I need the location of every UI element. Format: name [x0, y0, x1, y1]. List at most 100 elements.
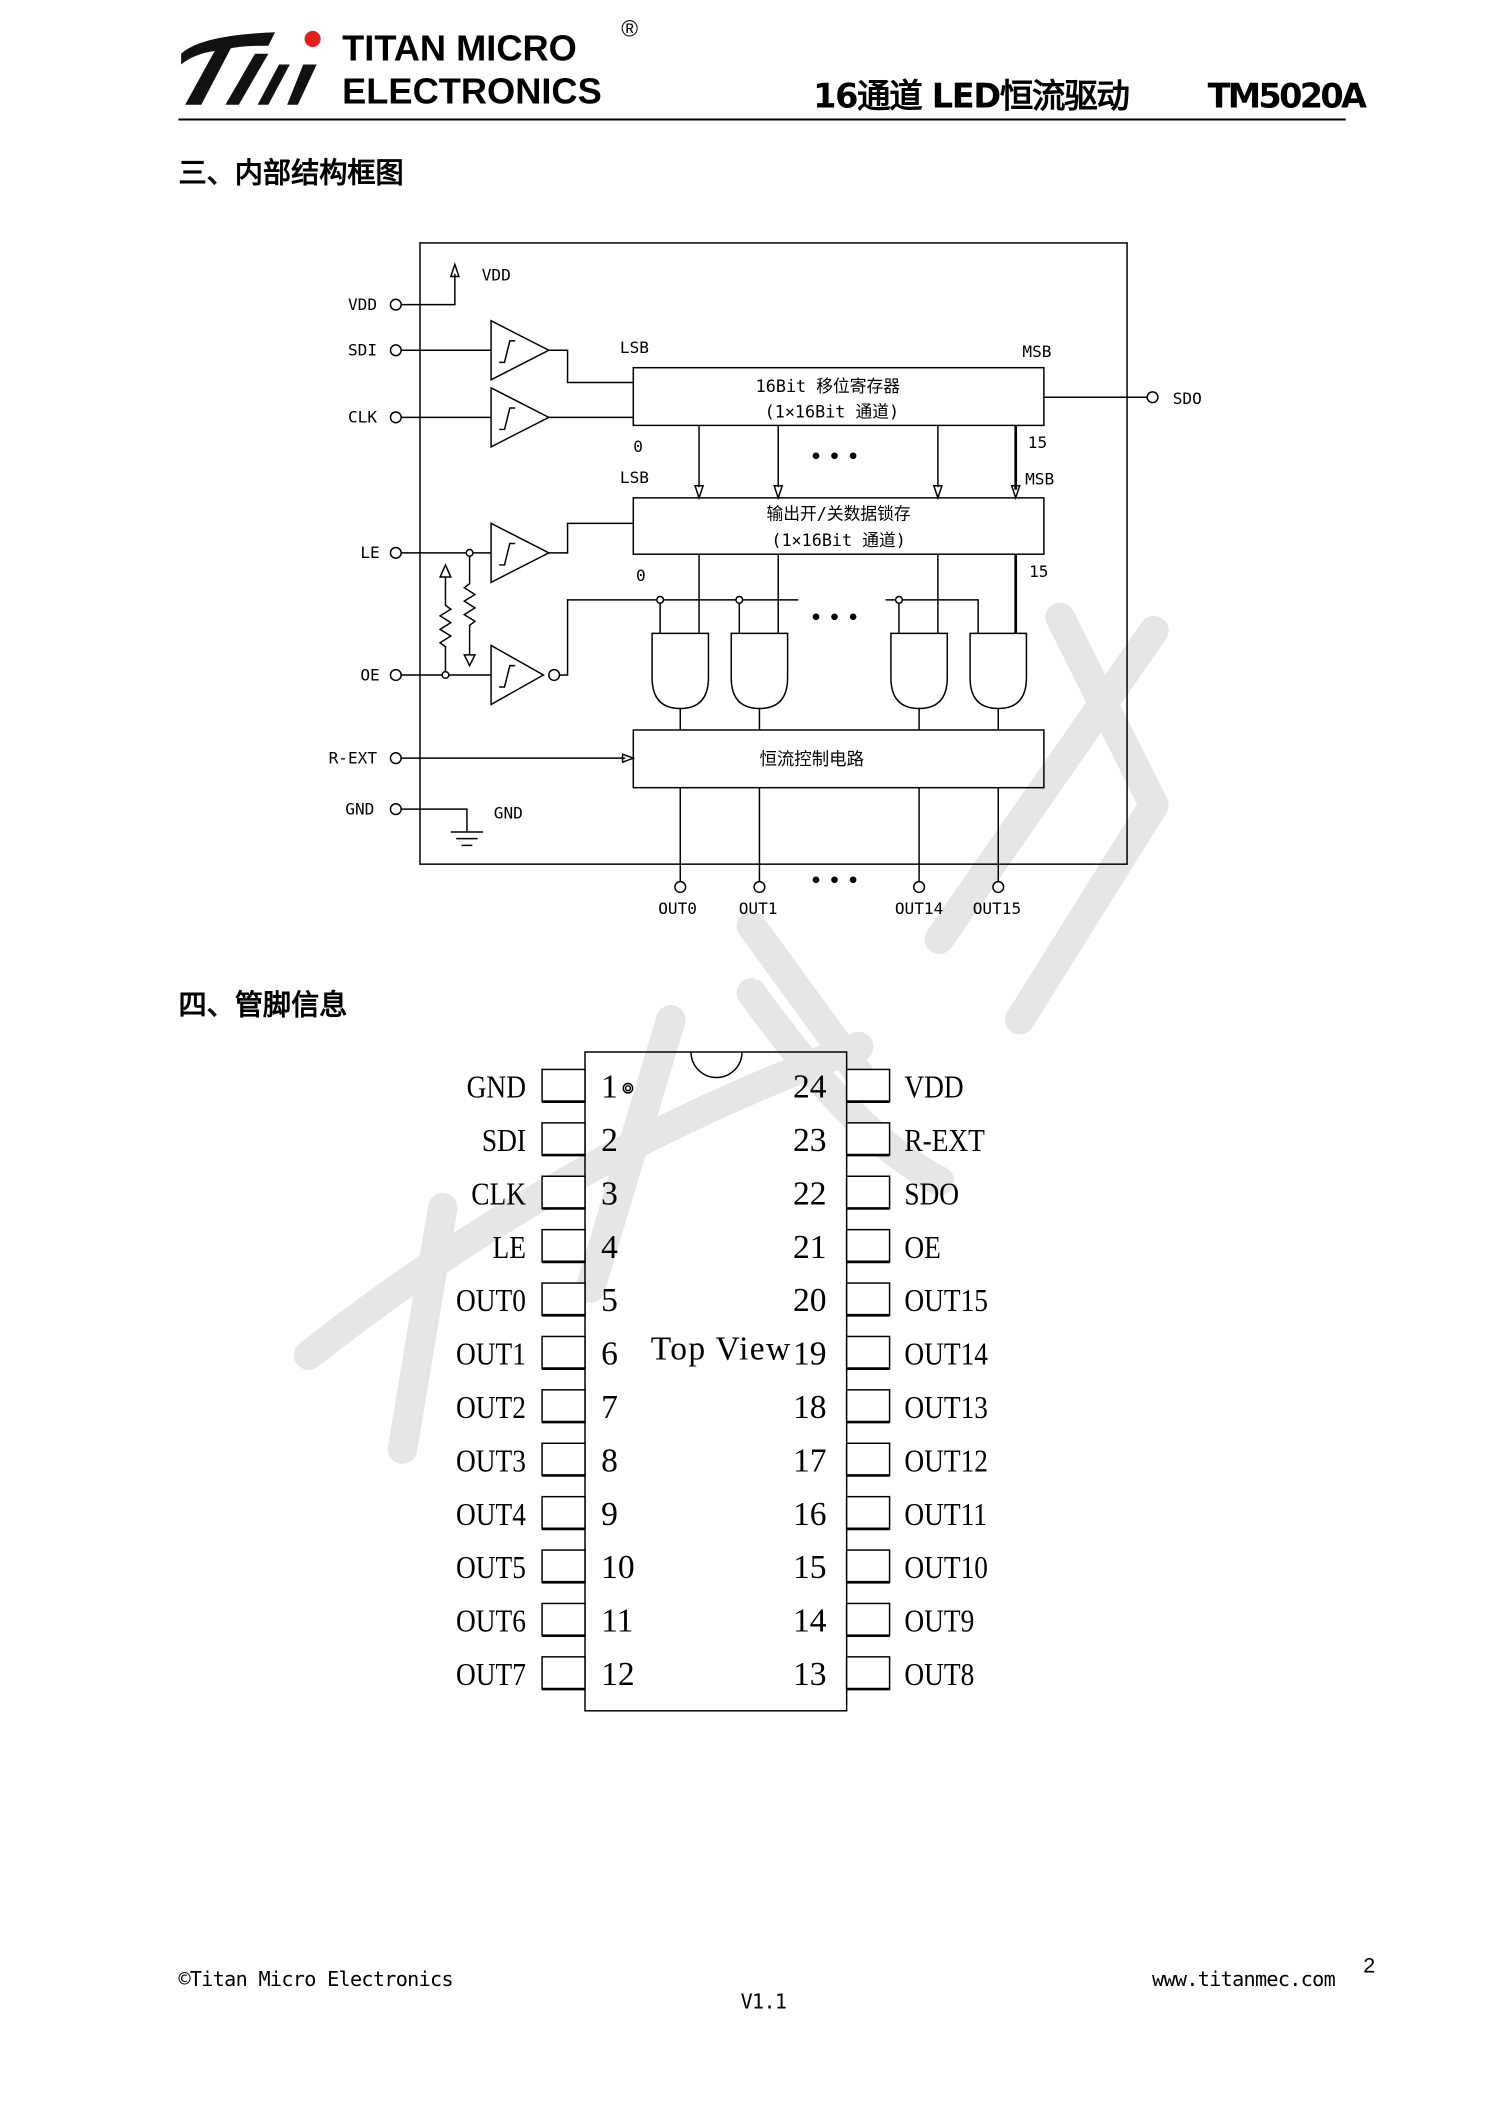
output-label: OUT14	[895, 899, 943, 918]
pin-name: OUT6	[456, 1604, 526, 1640]
pin-name: OUT2	[456, 1390, 526, 1426]
pinout-diagram: Top View 1GND2SDI3CLK4LE5OUT06OUT17OUT28…	[456, 1051, 988, 1712]
output-label: OUT0	[658, 899, 697, 918]
pin-lead	[541, 1656, 586, 1690]
top-view-label: Top View	[651, 1330, 792, 1367]
rext-arrow-icon	[621, 753, 636, 764]
block-diagram: VDD SDI CLK LE OE R-EXT GND VDD	[329, 242, 1202, 918]
company-name-line2: ELECTRONICS	[342, 70, 602, 111]
vdd-arrow-icon	[449, 262, 460, 278]
output-terminals	[674, 787, 1005, 894]
pin-name: SDI	[482, 1123, 526, 1159]
pin-lead	[845, 1335, 891, 1370]
pin-lead	[845, 1442, 891, 1477]
pin-number: 11	[601, 1603, 633, 1640]
pin-name: OUT4	[456, 1497, 526, 1533]
pin-name: OUT7	[456, 1657, 526, 1693]
pin-number: 20	[793, 1282, 827, 1319]
pin-lead	[845, 1602, 891, 1637]
pin-number: 6	[601, 1336, 618, 1373]
pin-name: CLK	[471, 1176, 526, 1212]
shift-bit15-label: 15	[1028, 433, 1047, 452]
pin-number: 19	[793, 1336, 827, 1373]
pin-name: OUT8	[904, 1657, 974, 1693]
pin-number: 22	[793, 1175, 827, 1212]
latch-subtitle: (1×16Bit 通道)	[771, 530, 905, 550]
pin-number: 15	[793, 1549, 827, 1586]
package-body	[584, 1051, 848, 1712]
ellipsis-2: • • •	[810, 608, 859, 629]
pin-lead	[845, 1656, 891, 1690]
vdd-rail-label: VDD	[482, 265, 511, 284]
pin-lead	[845, 1228, 891, 1263]
pin-lead	[541, 1228, 586, 1263]
document-title: 16通道 LED恒流驱动	[813, 76, 1129, 115]
pin-number: 12	[601, 1656, 635, 1693]
pin-number: 14	[793, 1603, 827, 1640]
pin1-marker-icon	[622, 1082, 634, 1094]
pin-number: 23	[793, 1122, 827, 1159]
pin-number: 4	[601, 1229, 618, 1266]
shift-lsb-label: LSB	[620, 338, 649, 357]
pin-number: 17	[793, 1442, 827, 1479]
shift-msb-label: MSB	[1022, 342, 1051, 361]
pin-label-sdo: SDO	[1173, 389, 1202, 408]
pin-number: 1	[601, 1069, 618, 1106]
footer-version: V1.1	[741, 1990, 787, 2014]
pin-number: 5	[601, 1282, 618, 1319]
latch-title: 输出开/关数据锁存	[766, 503, 910, 523]
schmitt-buffers	[490, 319, 561, 706]
pin-label-sdi: SDI	[348, 341, 377, 360]
pin-lead	[845, 1175, 891, 1210]
footer-website[interactable]: www.titanmec.com	[1152, 1967, 1336, 1991]
pin-number: 10	[601, 1549, 635, 1586]
pin-number: 8	[601, 1442, 618, 1479]
pin-lead	[541, 1335, 586, 1370]
latch-bit0-label: 0	[636, 566, 646, 585]
pin-label-le: LE	[360, 543, 379, 562]
footer-copyright: ©Titan Micro Electronics	[178, 1967, 452, 1991]
pin-lead	[541, 1175, 586, 1210]
pin-label-oe: OE	[360, 665, 379, 684]
latch-msb-label: MSB	[1025, 469, 1054, 488]
pin-lead	[845, 1549, 891, 1583]
pin-number: 21	[793, 1229, 827, 1266]
pin-label-gnd: GND	[345, 800, 374, 819]
shift-bit0-label: 0	[633, 437, 643, 456]
ellipsis-1: • • •	[810, 447, 859, 468]
watermark	[293, 602, 1169, 1464]
pin-label-clk: CLK	[348, 408, 377, 427]
latch-lsb-label: LSB	[620, 468, 649, 487]
shift-register-subtitle: (1×16Bit 通道)	[765, 401, 899, 421]
pin-name: OE	[904, 1230, 940, 1266]
pin-lead	[845, 1068, 891, 1103]
pin-name: OUT15	[904, 1283, 988, 1319]
company-name-line1: TITAN MICRO	[342, 27, 577, 68]
company-logo	[181, 30, 321, 105]
pin-lead	[541, 1549, 586, 1583]
pin-number: 2	[601, 1122, 618, 1159]
pin-label-rext: R-EXT	[329, 749, 378, 768]
pin-name: OUT0	[456, 1283, 526, 1319]
registered-mark: ®	[621, 15, 638, 41]
pin-lead	[541, 1602, 586, 1637]
pin-lead	[541, 1282, 586, 1316]
pin-name: OUT13	[904, 1390, 988, 1426]
pin-lead	[541, 1442, 586, 1477]
pin-number: 13	[793, 1656, 827, 1693]
shift-register-block	[632, 366, 1045, 427]
pin-lead	[845, 1282, 891, 1316]
pin-lead	[845, 1389, 891, 1423]
pin-lead	[541, 1389, 586, 1423]
shift-register-title: 16Bit 移位寄存器	[756, 376, 901, 396]
pin-name: OUT5	[456, 1550, 526, 1586]
logo-red-dot	[304, 30, 321, 48]
package-notch	[690, 1051, 743, 1079]
pin-number: 3	[601, 1175, 618, 1212]
pin-name: OUT3	[456, 1443, 526, 1479]
part-number: TM5020A	[1208, 76, 1367, 115]
pin-number: 18	[793, 1389, 827, 1426]
current-control-label: 恒流控制电路	[759, 750, 864, 770]
